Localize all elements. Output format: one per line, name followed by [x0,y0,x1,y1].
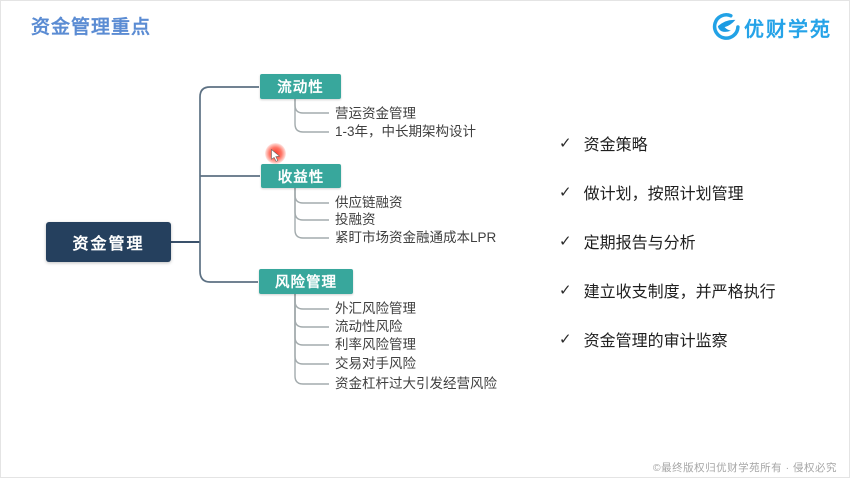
leaf-item: 紧盯市场资金融通成本LPR [335,230,497,245]
leaf-item: 资金杠杆过大引发经营风险 [335,376,497,391]
checklist-item-label: 资金管理的审计监察 [583,332,728,350]
brand-logo: 优财学苑 [710,12,832,42]
bird-swoosh-icon [712,13,740,40]
root-node-label: 资金管理 [72,236,145,253]
brand-name: 优财学苑 [744,18,832,41]
recording-cursor-indicator [265,143,286,164]
leaf-item: 流动性风险 [335,319,403,334]
branch-node-profitability[interactable]: 收益性 [261,164,341,188]
check-icon: ✓ [559,134,572,152]
branch-label: 流动性 [277,80,324,96]
check-icon: ✓ [559,330,572,348]
checklist-item: ✓ 做计划，按照计划管理 [559,182,744,203]
checklist-item-label: 定期报告与分析 [583,234,696,252]
checklist-item: ✓ 资金策略 [559,133,648,154]
branch-label: 收益性 [277,169,325,186]
checklist-item: ✓ 建立收支制度，并严格执行 [559,280,776,301]
check-icon: ✓ [559,281,572,299]
leaf-item: 供应链融资 [335,195,403,210]
mindmap-root-node[interactable]: 资金管理 [46,222,171,262]
checklist-item-label: 做计划，按照计划管理 [583,185,744,203]
branch-label: 风险管理 [275,275,337,291]
check-icon: ✓ [559,183,572,201]
page-title: 资金管理重点 [31,17,152,38]
branch-node-liquidity[interactable]: 流动性 [260,74,341,99]
checklist-item-label: 建立收支制度，并严格执行 [583,283,776,301]
leaf-item: 投融资 [335,212,376,227]
leaf-item: 交易对手风险 [335,356,416,371]
check-icon: ✓ [559,232,572,250]
checklist-item-label: 资金策略 [583,136,648,154]
copyright-notice: ©最终版权归优财学苑所有 · 侵权必究 [652,462,837,474]
leaf-item: 外汇风险管理 [335,301,416,316]
checklist-item: ✓ 资金管理的审计监察 [559,329,728,350]
leaf-item: 营运资金管理 [335,106,416,121]
branch-node-risk[interactable]: 风险管理 [259,269,353,294]
leaf-item: 1-3年，中长期架构设计 [335,124,477,139]
mouse-pointer-icon [271,149,281,162]
checklist-item: ✓ 定期报告与分析 [559,231,696,252]
leaf-item: 利率风险管理 [335,337,416,352]
